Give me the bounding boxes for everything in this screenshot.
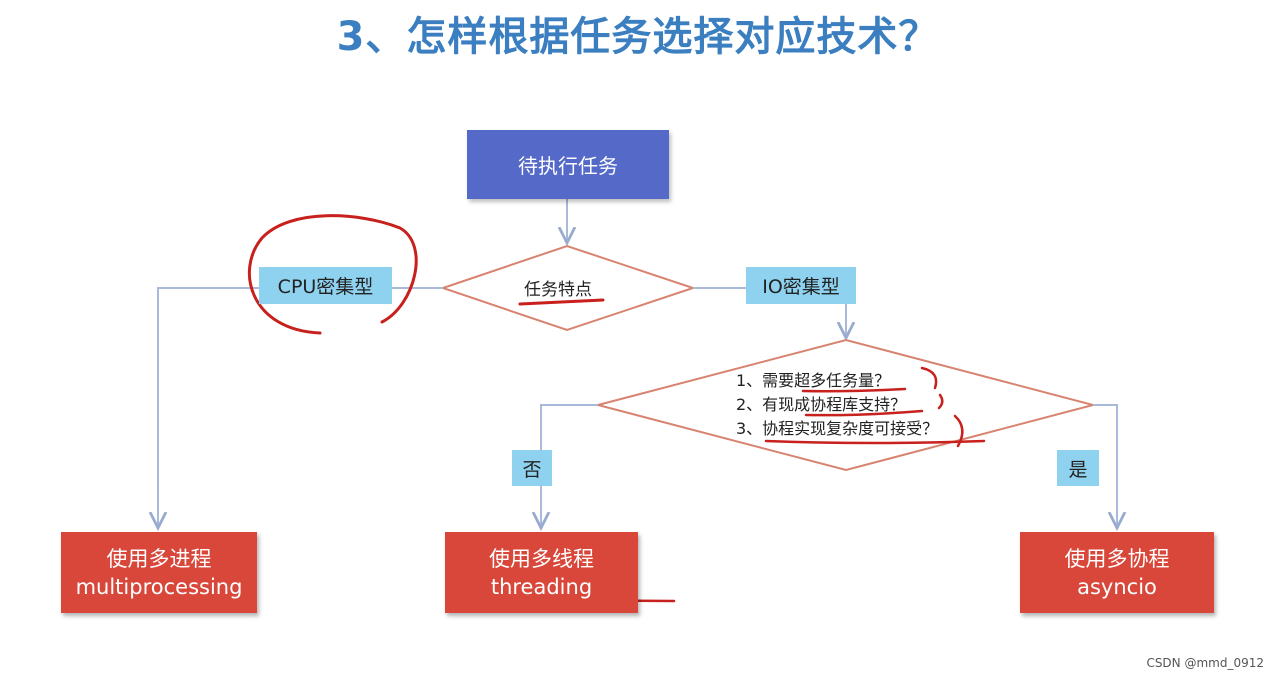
annotation-underline-q3: [764, 439, 986, 445]
annotation-bracket-2: [937, 393, 944, 410]
question-1: 1、需要超多任务量？: [736, 371, 891, 390]
io-intensive-tag: IO密集型: [746, 267, 856, 304]
connector-cpu-branch: [158, 287, 443, 528]
start-node: 待执行任务: [467, 130, 669, 199]
no-tag: 否: [512, 450, 552, 486]
asyncio-line2: asyncio: [1077, 574, 1157, 599]
watermark: CSDN @mmd_0912: [1146, 656, 1264, 670]
cpu-intensive-tag: CPU密集型: [259, 267, 392, 304]
asyncio-node: 使用多协程 asyncio: [1020, 532, 1214, 613]
asyncio-line1: 使用多协程: [1064, 546, 1170, 571]
threading-line1: 使用多线程: [489, 546, 594, 571]
decision-task-label: 任务特点: [524, 280, 592, 300]
question-2: 2、有现成协程库支持？: [736, 395, 907, 414]
annotation-bracket-1: [920, 366, 938, 390]
cpu-intensive-label: CPU密集型: [277, 276, 374, 298]
connector-no-branch: [541, 404, 598, 528]
page-title: 3、怎样根据任务选择对应技术？: [336, 14, 940, 60]
annotation-underline-q1: [801, 387, 907, 393]
multiprocessing-line1: 使用多进程: [106, 546, 212, 571]
threading-node: 使用多线程 threading: [445, 532, 638, 613]
yes-label: 是: [1068, 458, 1088, 481]
yes-tag: 是: [1057, 450, 1099, 486]
connector-yes-branch: [1093, 404, 1117, 528]
annotation-bracket-3: [953, 414, 964, 448]
multiprocessing-node: 使用多进程 multiprocessing: [61, 532, 257, 613]
annotation-circle-cpu: [247, 214, 418, 335]
io-intensive-label: IO密集型: [762, 276, 840, 298]
question-3: 3、协程实现复杂度可接受？: [736, 419, 939, 438]
multiprocessing-line2: multiprocessing: [75, 574, 243, 599]
start-node-label: 待执行任务: [518, 154, 618, 178]
threading-line2: threading: [490, 574, 593, 599]
annotation-underline-q2: [804, 409, 924, 417]
no-label: 否: [522, 458, 542, 481]
annotation-underline-task: [518, 298, 605, 306]
